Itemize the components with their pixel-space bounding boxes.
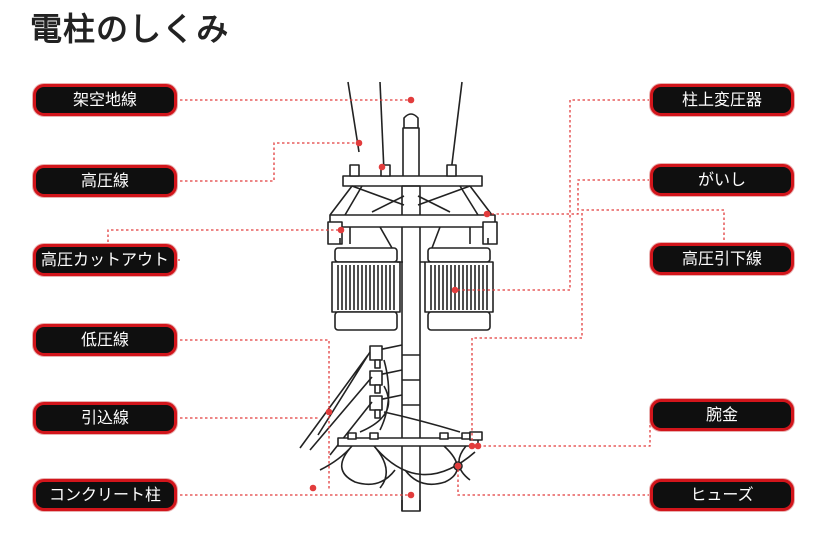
leader-insulator bbox=[487, 179, 650, 215]
top-crossarm bbox=[342, 175, 483, 187]
transformer-crossarm bbox=[329, 214, 496, 228]
service-cables bbox=[319, 445, 476, 489]
leader-high-voltage-line bbox=[180, 142, 359, 182]
label-fuse: ヒューズ bbox=[650, 479, 794, 511]
label-high-voltage-drop-line: 高圧引下線 bbox=[650, 243, 794, 275]
low-voltage-lines bbox=[299, 351, 373, 456]
leader-low-voltage-line bbox=[180, 339, 330, 490]
overhead-wire-mid bbox=[379, 81, 385, 173]
low-voltage-rack bbox=[369, 344, 403, 419]
label-pole-transformer: 柱上変圧器 bbox=[650, 84, 794, 116]
leader-fuse bbox=[457, 466, 650, 496]
transformer-left bbox=[331, 247, 401, 331]
label-high-voltage-cutout: 高圧カットアウト bbox=[33, 244, 177, 276]
label-insulator: がいし bbox=[650, 164, 794, 196]
pole-top bbox=[403, 113, 419, 129]
leader-crossarm bbox=[478, 415, 651, 447]
pole-upper bbox=[402, 127, 420, 179]
page-title: 電柱のしくみ bbox=[30, 10, 230, 48]
pole-shaft bbox=[401, 185, 421, 512]
label-service-drop: 引込線 bbox=[33, 402, 177, 434]
label-concrete-pole: コンクリート柱 bbox=[33, 479, 177, 511]
crossarm-brace-left bbox=[329, 185, 405, 216]
lower-crossarm bbox=[337, 437, 479, 447]
crossarm-brace-right bbox=[417, 185, 493, 216]
pole-drawing bbox=[299, 81, 498, 512]
transformer-right bbox=[424, 247, 494, 331]
label-low-voltage-line: 低圧線 bbox=[33, 324, 177, 356]
leader-lines bbox=[107, 99, 725, 496]
leader-dots bbox=[309, 96, 491, 499]
label-overhead-ground-wire: 架空地線 bbox=[33, 84, 177, 116]
overhead-wire-right bbox=[450, 81, 463, 173]
label-crossarm: 腕金 bbox=[650, 399, 794, 431]
leader-high-voltage-drop-line bbox=[471, 209, 725, 446]
label-high-voltage-line: 高圧線 bbox=[33, 165, 177, 197]
leader-pole-transformer bbox=[455, 99, 650, 291]
